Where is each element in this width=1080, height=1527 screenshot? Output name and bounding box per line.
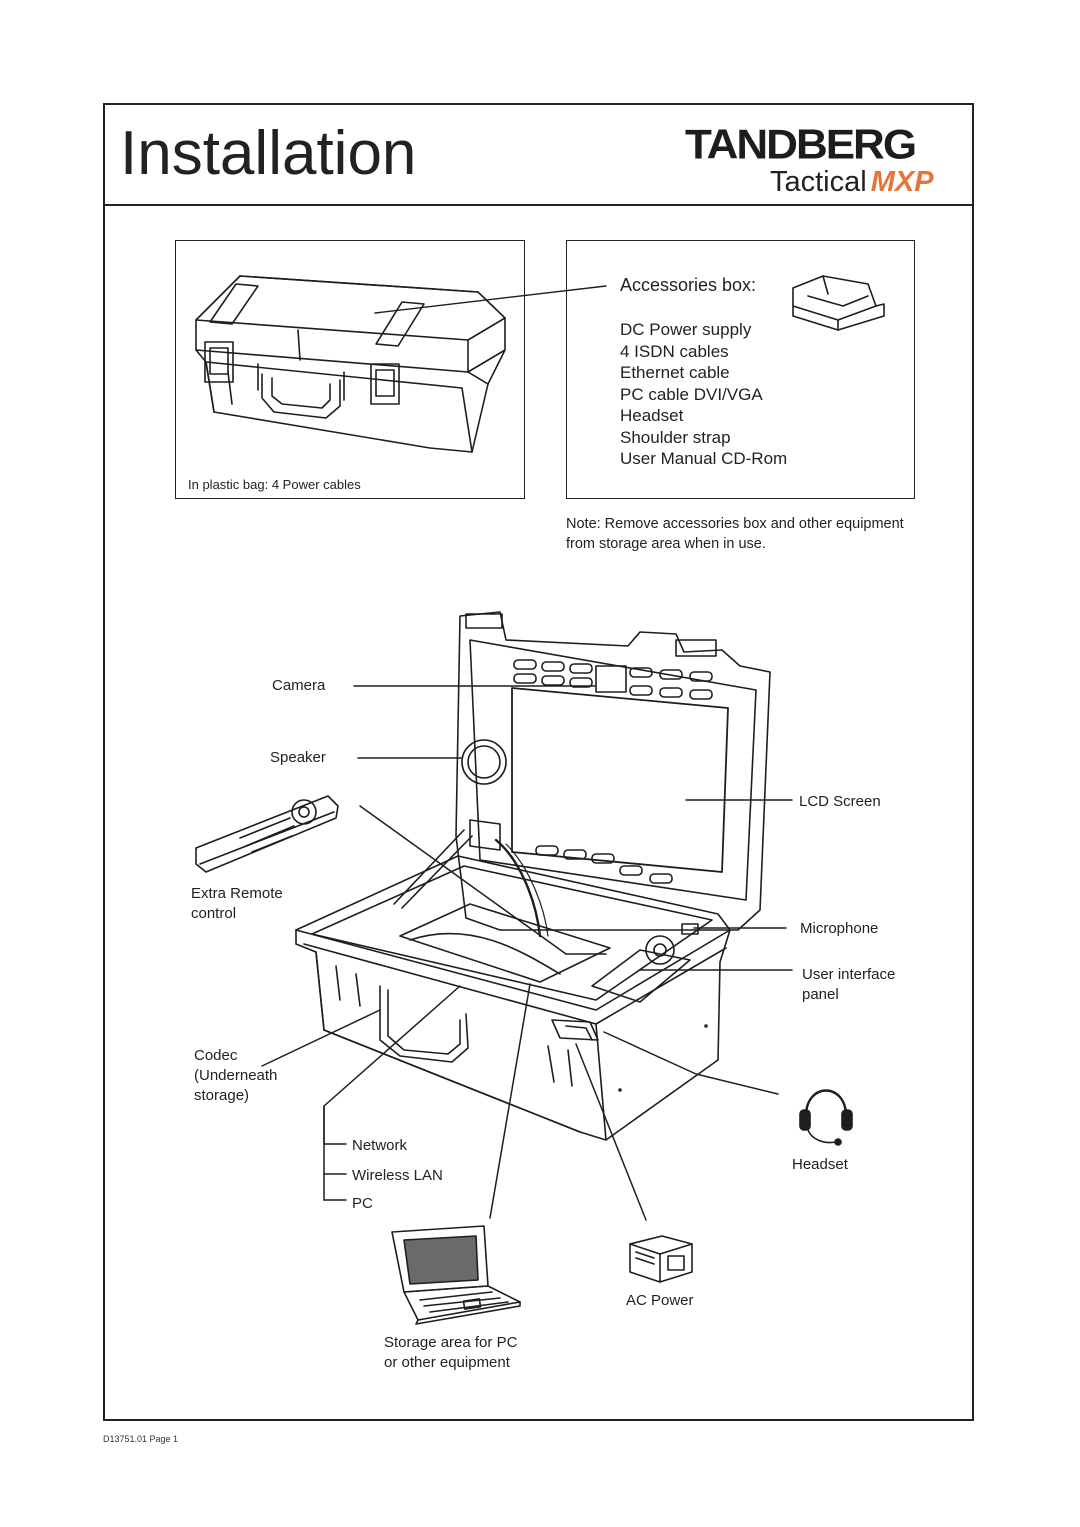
- plastic-bag-caption: In plastic bag: 4 Power cables: [188, 477, 361, 492]
- accessory-item: 4 ISDN cables: [620, 341, 729, 361]
- lid-vents: [513, 659, 713, 884]
- header-divider: [103, 204, 974, 206]
- wireless-lan-label: Wireless LAN: [352, 1167, 443, 1184]
- product-suffix: MXP: [870, 166, 934, 198]
- storage-note: Note: Remove accessories box and other e…: [566, 516, 904, 552]
- pc-label: PC: [352, 1195, 373, 1212]
- ui-panel: [591, 949, 691, 1003]
- camera-unit: [595, 665, 627, 693]
- speaker-grille: [461, 739, 507, 785]
- accessory-item: PC cable DVI/VGA: [620, 384, 763, 404]
- accessory-item: Headset: [620, 406, 684, 425]
- accessories-box-icon: [792, 275, 885, 331]
- storage-area-label: Storage area for PC or other equipment: [384, 1334, 518, 1371]
- product-label: Tactical: [770, 166, 867, 198]
- open-case-illustration: [295, 611, 771, 1141]
- page-frame: [103, 103, 974, 1421]
- extra-remote-label: Extra Remote control: [191, 885, 283, 922]
- closed-case-illustration: [195, 275, 607, 453]
- accessory-item: Ethernet cable: [620, 363, 730, 382]
- callout-lines: [261, 685, 793, 1221]
- codec-label: Codec (Underneath storage): [194, 1047, 278, 1104]
- speaker-label: Speaker: [270, 749, 326, 766]
- closed-case-panel: [175, 240, 525, 499]
- brand-logo: TANDBERG: [685, 121, 917, 168]
- page-title: Installation: [120, 119, 417, 188]
- ac-power-adapter-icon: [629, 1235, 693, 1283]
- ac-power-label: AC Power: [626, 1292, 694, 1309]
- accessory-item: DC Power supply: [620, 320, 752, 339]
- accessories-title: Accessories box:: [620, 275, 757, 295]
- accessory-item: Shoulder strap: [620, 427, 731, 447]
- headset-label: Headset: [792, 1156, 848, 1173]
- accessories-panel: [566, 240, 915, 499]
- camera-label: Camera: [272, 677, 326, 694]
- accessories-list: DC Power supply 4 ISDN cables Ethernet c…: [620, 319, 787, 470]
- headset-icon: [799, 1089, 853, 1146]
- microphone-unit: [681, 923, 699, 935]
- microphone-label: Microphone: [800, 920, 879, 937]
- page-footer: D13751.01 Page 1: [103, 1434, 179, 1444]
- remote-control-illustration: [195, 795, 339, 873]
- accessory-item: User Manual CD-Rom: [620, 449, 788, 468]
- laptop-icon: [391, 1225, 521, 1325]
- lcd-screen-label: LCD Screen: [799, 793, 881, 810]
- network-label: Network: [352, 1137, 408, 1154]
- user-interface-label: User interface panel: [802, 966, 896, 1003]
